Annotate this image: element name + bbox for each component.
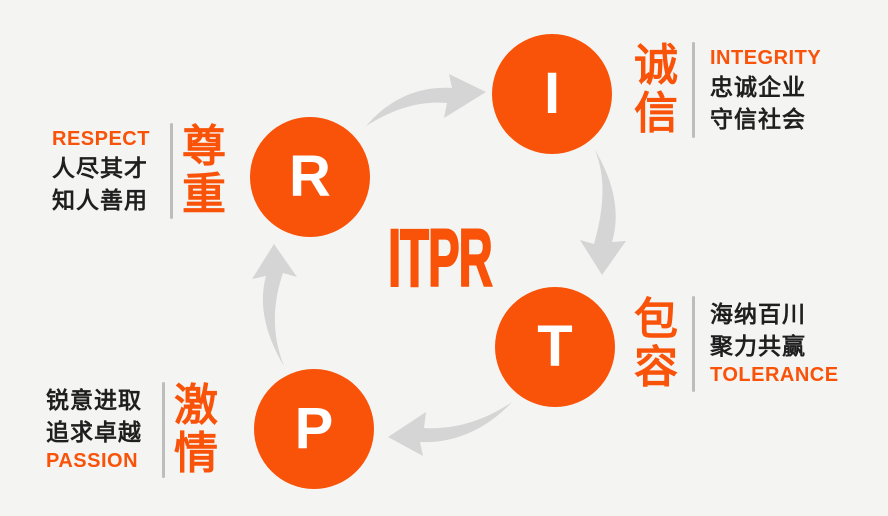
passion-circle: P bbox=[254, 369, 374, 489]
passion-letter: P bbox=[294, 396, 334, 461]
respect-info: RESPECT 人尽其才 知人善用 bbox=[52, 126, 150, 216]
respect-divider bbox=[169, 123, 173, 219]
passion-group: 锐意进取 追求卓越 PASSION 激情 bbox=[46, 382, 218, 478]
passion-divider bbox=[162, 382, 165, 478]
respect-group: RESPECT 人尽其才 知人善用 尊重 bbox=[52, 123, 226, 219]
integrity-divider bbox=[692, 42, 695, 138]
integrity-group: 诚信 INTEGRITY 忠诚企业 守信社会 bbox=[634, 42, 821, 138]
integrity-line-1: 忠诚企业 bbox=[710, 73, 806, 100]
tolerance-letter: T bbox=[537, 314, 573, 379]
passion-line-2: 追求卓越 bbox=[46, 418, 142, 445]
center-title: ITPR bbox=[387, 213, 493, 304]
integrity-cn-label: 诚信 bbox=[634, 41, 678, 138]
arrow-integrity-to-tolerance-icon bbox=[580, 150, 626, 275]
tolerance-info: 海纳百川 聚力共赢 TOLERANCE bbox=[710, 299, 839, 389]
arrow-passion-to-respect-icon bbox=[252, 244, 297, 366]
arrow-respect-to-integrity-icon bbox=[366, 74, 486, 126]
respect-en-label: RESPECT bbox=[52, 127, 150, 150]
tolerance-circle: T bbox=[495, 287, 615, 407]
integrity-en-label: INTEGRITY bbox=[710, 46, 822, 69]
integrity-letter: I bbox=[543, 61, 561, 126]
passion-info: 锐意进取 追求卓越 PASSION bbox=[46, 385, 142, 475]
respect-line-1: 人尽其才 bbox=[52, 154, 148, 181]
tolerance-en-label: TOLERANCE bbox=[710, 364, 839, 387]
respect-circle: R bbox=[250, 117, 370, 237]
respect-line-2: 知人善用 bbox=[52, 186, 148, 213]
integrity-circle: I bbox=[492, 34, 612, 154]
tolerance-group: 包容 海纳百川 聚力共赢 TOLERANCE bbox=[634, 296, 839, 392]
respect-cn-label: 尊重 bbox=[181, 122, 226, 219]
tolerance-line-2: 聚力共赢 bbox=[710, 332, 806, 359]
respect-letter: R bbox=[289, 144, 331, 209]
tolerance-line-1: 海纳百川 bbox=[710, 300, 806, 327]
integrity-info: INTEGRITY 忠诚企业 守信社会 bbox=[710, 45, 821, 135]
integrity-line-2: 守信社会 bbox=[710, 105, 806, 132]
passion-en-label: PASSION bbox=[46, 450, 139, 473]
tolerance-cn-label: 包容 bbox=[634, 295, 678, 392]
passion-line-1: 锐意进取 bbox=[46, 386, 142, 413]
arrow-tolerance-to-passion-icon bbox=[388, 402, 512, 456]
passion-cn-label: 激情 bbox=[174, 381, 218, 478]
tolerance-divider bbox=[692, 296, 695, 392]
